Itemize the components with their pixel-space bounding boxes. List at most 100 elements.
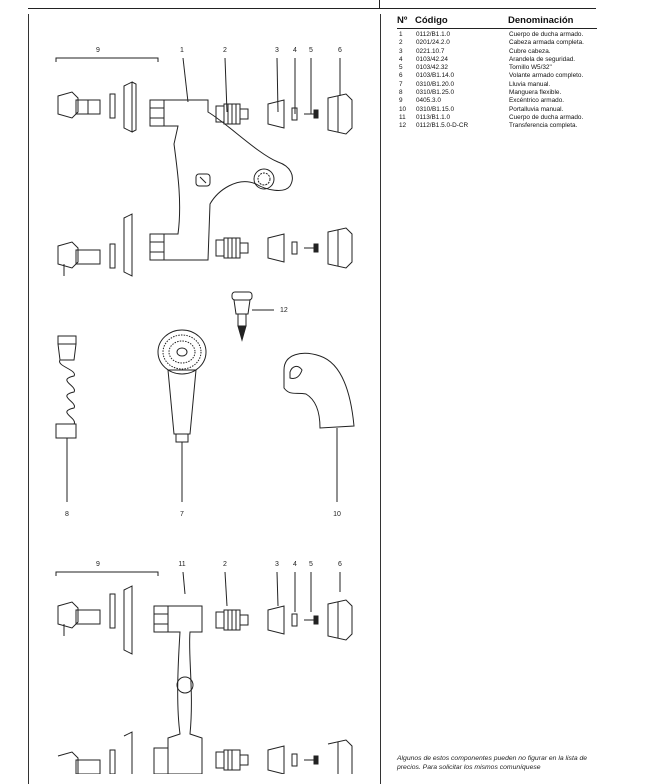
handle-6-bottom [327,599,353,641]
callout-top-9: 9 [96,47,100,54]
callout-bottom-5: 5 [309,561,313,568]
leader-2-bottom [224,571,228,607]
exploded-parts-drawing: 9 1 2 3 4 5 6 12 8 7 10 9 11 2 3 4 5 6 [55,47,355,774]
bracket-9-bottom [55,571,159,576]
part-code: 0221.10.7 [416,47,445,55]
part-number: 3 [399,47,403,55]
part-name: Arandela de seguridad. [509,55,576,63]
part-number: 5 [399,64,403,72]
callout-top-1: 1 [180,47,184,54]
eccentric-9-bottom-lower [57,731,133,774]
header-tick [379,0,380,8]
leader-3-top [276,57,279,113]
part-code: 0201/24.2.0 [416,39,450,47]
part-number: 8 [399,89,403,97]
part-number: 2 [399,39,403,47]
callout-bottom-4: 4 [293,561,297,568]
callout-bottom-9: 9 [96,561,100,568]
callout-bottom-11: 11 [178,561,185,568]
washer-4-bottom [291,613,298,627]
handle-6-lower [327,227,353,269]
leader-1-top [182,57,189,103]
part-code: 0112/B1.1.0 [416,31,450,38]
header-name: Denominación [508,15,574,26]
screw-5-bottom [304,615,319,625]
screw-5-upper [304,109,319,119]
part-name: Cuerpo de ducha armado. [509,31,584,38]
parts-table-header: Nº Código Denominación [397,13,597,29]
part-code: 0310/B1.25.0 [416,89,455,97]
part-name: Cubre cabeza. [509,47,551,55]
bracket-9-top [55,57,159,62]
cartridge-2-bottom [215,609,249,631]
part-code: 0103/42.32 [416,64,448,72]
hose-8 [55,335,77,502]
part-number: 10 [399,105,407,113]
cartridge-2-upper [215,103,249,125]
table-row: 7 0310/B1.20.0 Lluvia manual. [397,81,597,89]
callout-top-4: 4 [293,47,297,54]
part-code: 0310/B1.15.0 [416,105,455,113]
callout-10: 10 [333,511,341,518]
cartridge-2-lower [215,237,249,259]
header-code: Código [415,15,448,26]
washer-4-lower [291,241,298,255]
washer-4-bottom-lower [291,753,298,767]
part-number: 9 [399,97,403,105]
part-number: 11 [399,113,406,121]
shower-body-1 [149,99,293,261]
callout-top-3: 3 [275,47,279,54]
part-name: Cabeza armada completa. [509,39,584,47]
callout-top-6: 6 [338,47,342,54]
table-row: 2 0201/24.2.0 Cabeza armada completa. [397,39,597,47]
screw-5-lower [304,243,319,253]
cartridge-2-bottom-lower [215,749,249,771]
screw-5-bottom-lower [304,755,319,765]
callout-top-2: 2 [223,47,227,54]
part-name: Tornillo W5/32" [509,64,552,72]
cover-3-bottom [267,605,285,635]
eccentric-9-lower [57,213,133,277]
callout-top-5: 5 [309,47,313,54]
cover-3-lower [267,233,285,263]
callout-12: 12 [280,307,288,314]
shower-body-11 [153,605,203,774]
part-name: Manguera flexible. [509,89,562,97]
part-code: 0405.3.0 [416,97,441,105]
top-rule [28,8,596,9]
callout-7: 7 [180,511,184,518]
hand-shower-7 [157,329,207,502]
eccentric-9-bottom-upper [57,585,133,655]
callout-bottom-2: 2 [223,561,227,568]
part-name: Lluvia manual. [509,80,551,88]
callout-bottom-3: 3 [275,561,279,568]
eccentric-9-upper [57,81,137,133]
part-code: 0113/B1.1.0 [416,113,450,121]
cover-3-upper [267,99,285,129]
part-code: 0103/B1.14.0 [416,72,455,80]
part-name: Portalluvia manual. [509,105,564,113]
table-row: 5 0103/42.32 Tornillo W5/32" [397,64,597,72]
callout-8: 8 [65,511,69,518]
part-name: Transferencia completa. [509,122,578,130]
footnote: Algunos de estos componentes pueden no f… [397,755,588,771]
handle-6-upper [327,93,353,135]
cover-3-bottom-lower [267,745,285,774]
part-code: 0112/B1.5.0-D-CR [416,122,469,130]
table-row: 10 0310/B1.15.0 Portalluvia manual. [397,106,597,114]
handle-6-bottom-lower [327,739,353,774]
drawing-frame [28,14,381,784]
part-number: 7 [399,80,403,88]
leader-11-bottom [182,571,186,595]
holder-10 [283,352,355,502]
part-code: 0310/B1.20.0 [416,80,455,88]
header-num: Nº [397,15,408,26]
transfer-12 [231,291,274,342]
